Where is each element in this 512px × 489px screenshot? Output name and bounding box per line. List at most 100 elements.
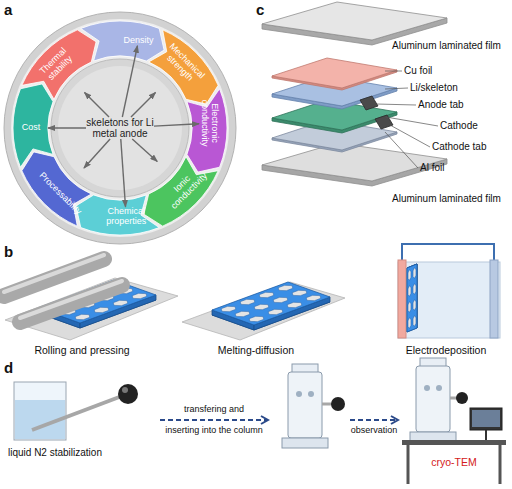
skeleton-hole [306, 295, 321, 300]
skeleton-hole [408, 318, 411, 329]
radial-arrow [48, 127, 86, 128]
substrate-sheet [5, 278, 178, 340]
step-caption: observation [351, 425, 398, 435]
panel-letter: b [4, 243, 13, 260]
monitor-stand [485, 430, 487, 440]
step-caption: transfering and [184, 404, 244, 414]
skeleton-hole [94, 307, 109, 312]
skeleton-hole [113, 300, 128, 305]
skeleton-top [407, 264, 417, 332]
radial-arrow [122, 46, 137, 117]
property-segment: Chemical properties [95, 207, 157, 227]
radial-arrow [131, 92, 155, 117]
panel-letter: c [256, 1, 264, 18]
property-chevron [187, 89, 227, 172]
radial-arrow [121, 139, 126, 207]
hub-disc [51, 59, 189, 197]
property-segment: Mechanical strength [155, 37, 210, 92]
skeleton-hole [249, 316, 264, 321]
skeleton-hole [408, 302, 411, 313]
node-text: Cost [22, 123, 41, 133]
column-port [308, 391, 314, 397]
part-name: Li/skeleton [410, 82, 458, 94]
skeleton-hole [278, 285, 293, 290]
table-leg [499, 445, 502, 484]
property-chevron [13, 84, 53, 167]
property-segment: Density [111, 36, 167, 46]
skeleton-hole [287, 302, 302, 307]
holder-knob [331, 397, 345, 411]
radial-arrow [132, 139, 157, 161]
node-text: skeletons for Li metal anode [86, 117, 154, 139]
part-name: Al foil [420, 162, 444, 174]
laminated-film [262, 2, 447, 40]
column-body [416, 366, 450, 432]
roller-highlight [4, 255, 104, 292]
skeleton-hole [254, 304, 269, 309]
hub-label: skeletons for Li metal anode [86, 117, 154, 139]
node-text: Mechanical strength [155, 37, 210, 92]
skeleton-hole [408, 286, 411, 297]
skeleton-hole [259, 292, 274, 297]
roller [20, 285, 122, 322]
skeleton-top [212, 282, 330, 325]
holder-knob [456, 392, 468, 404]
panel-letter: a [4, 1, 12, 18]
flow-arrow [350, 419, 398, 421]
holder-rod [32, 396, 122, 430]
method-caption: Rolling and pressing [34, 344, 129, 356]
skeleton-hole [240, 299, 255, 304]
property-segment: Processability [34, 168, 86, 220]
skeleton-hole [413, 268, 416, 279]
knob-highlight [122, 387, 128, 393]
part-name: Cu foil [404, 65, 432, 77]
part-name: Cathode [440, 120, 478, 132]
ring-track [11, 19, 229, 237]
flow-arrow [160, 419, 268, 421]
property-segment: Cost [14, 123, 48, 133]
holder-knob [118, 384, 138, 404]
skeleton-hole [268, 309, 283, 314]
skeleton-hole [235, 311, 250, 316]
beaker [14, 382, 66, 440]
electrolyte-cell [398, 262, 500, 338]
step-caption: inserting into the column [165, 425, 263, 435]
roller-highlight [20, 281, 122, 318]
node-text: Thermal stability [30, 37, 85, 92]
skeleton-hole [408, 270, 411, 281]
circuit-wire [402, 244, 494, 260]
skeleton-hole [132, 293, 147, 298]
radial-arrow [85, 92, 110, 117]
node-text: Ionic conductivity [157, 159, 215, 217]
panel-letter: d [4, 359, 13, 376]
skeleton-hole [221, 306, 236, 311]
skeleton-hole [413, 300, 416, 311]
skeleton-hole [413, 284, 416, 295]
property-segment: Ionic conductivity [157, 159, 215, 217]
monitor [470, 408, 502, 430]
part-name: Aluminum laminated film [392, 193, 501, 205]
part-name: Aluminum laminated film [392, 40, 501, 52]
monitor-screen [472, 410, 500, 427]
property-segment: Thermal stability [30, 37, 85, 92]
cu-foil-layer [272, 58, 397, 88]
skeleton-side [407, 264, 417, 332]
part-name: Cathode tab [432, 141, 487, 153]
electrode-left [398, 260, 406, 338]
leader-line [385, 132, 418, 168]
leader-line [385, 88, 408, 89]
cathode-tab [375, 115, 393, 129]
node-text: Electronic conductivity [199, 92, 219, 154]
anode-tab [360, 96, 378, 110]
electrode-right [490, 260, 498, 338]
leader-line [385, 71, 402, 72]
part-name: Anode tab [418, 99, 464, 111]
column-port [296, 391, 302, 397]
skeleton-hole [292, 290, 307, 295]
leader-line [376, 104, 416, 105]
table-leg [407, 445, 410, 484]
radial-arrow [154, 124, 199, 126]
